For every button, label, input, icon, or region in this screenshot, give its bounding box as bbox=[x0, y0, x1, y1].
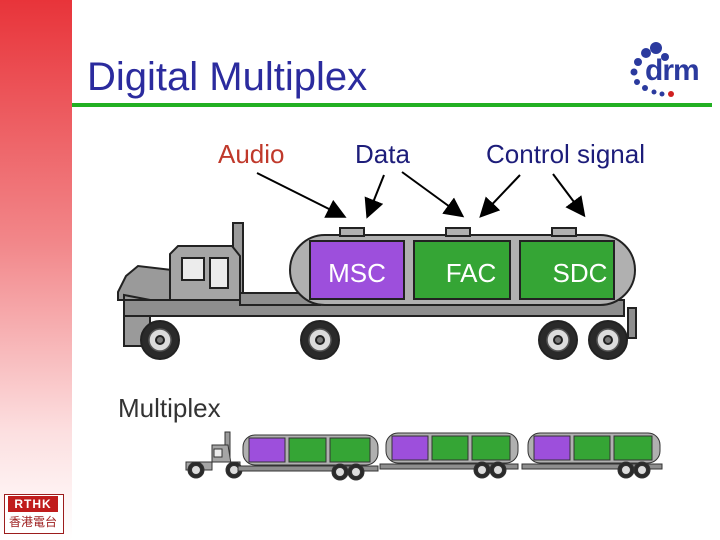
slide-title: Digital Multiplex bbox=[87, 55, 368, 99]
drm-dots-icon bbox=[630, 42, 674, 97]
arrows bbox=[256, 171, 586, 219]
rthk-chinese-text: 香港電台 bbox=[8, 515, 57, 529]
title-underline bbox=[72, 103, 712, 107]
sdc-tank-label: SDC bbox=[553, 258, 608, 288]
fac-tank-label: FAC bbox=[446, 258, 497, 288]
multiplex-label: Multiplex bbox=[118, 393, 221, 423]
side-gradient-strip bbox=[0, 0, 72, 540]
control-signal-label: Control signal bbox=[486, 139, 645, 169]
drm-logo-text: drm bbox=[645, 54, 700, 87]
rthk-logo-text: RTHK bbox=[8, 496, 58, 512]
multiplex-truck-train bbox=[185, 431, 663, 481]
data-label: Data bbox=[355, 139, 410, 169]
rthk-logo: RTHK 香港電台 bbox=[4, 494, 64, 534]
drm-logo bbox=[628, 40, 710, 102]
big-truck bbox=[117, 222, 637, 360]
msc-tank-label: MSC bbox=[328, 258, 386, 288]
audio-label: Audio bbox=[218, 139, 285, 169]
